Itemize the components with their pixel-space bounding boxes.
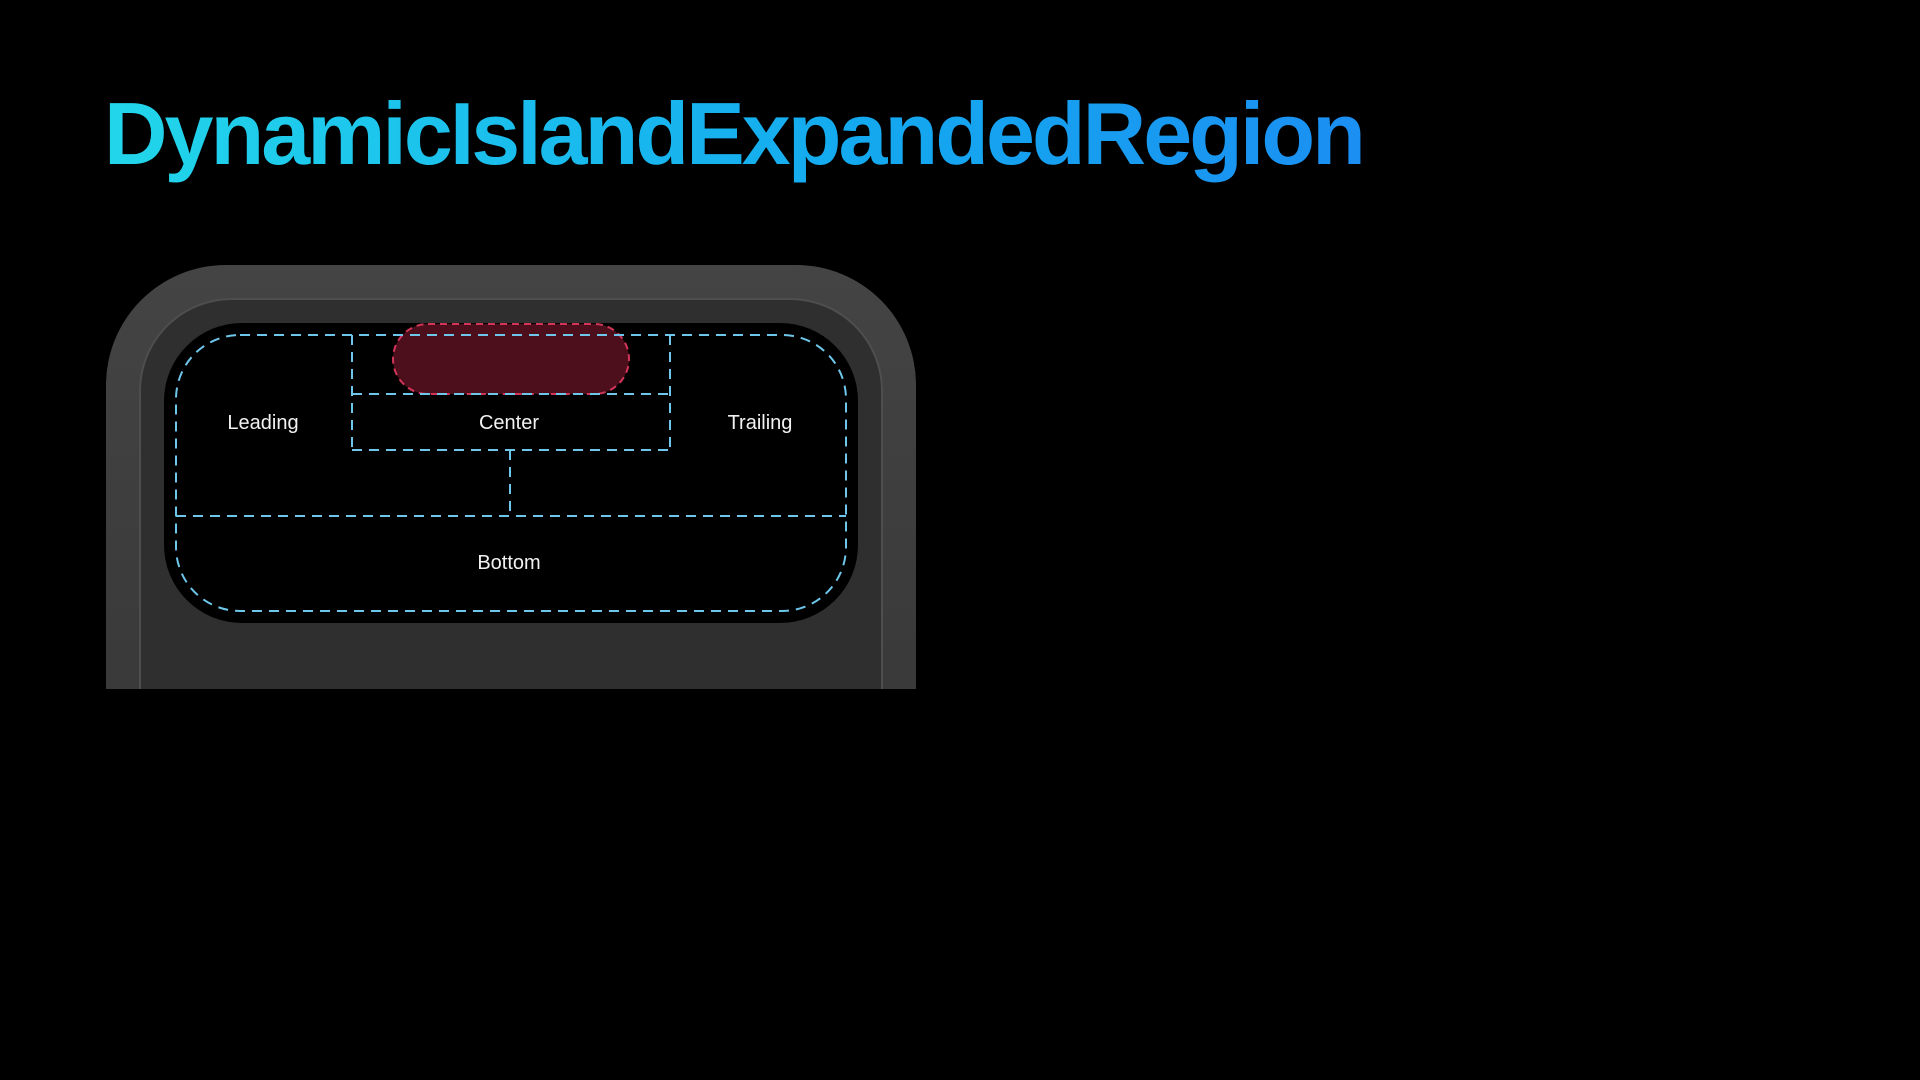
leading-region-label: Leading xyxy=(227,412,298,434)
bottom-region-label: Bottom xyxy=(477,552,540,574)
trailing-region-label: Trailing xyxy=(728,412,793,434)
center-region-label: Center xyxy=(479,412,539,434)
